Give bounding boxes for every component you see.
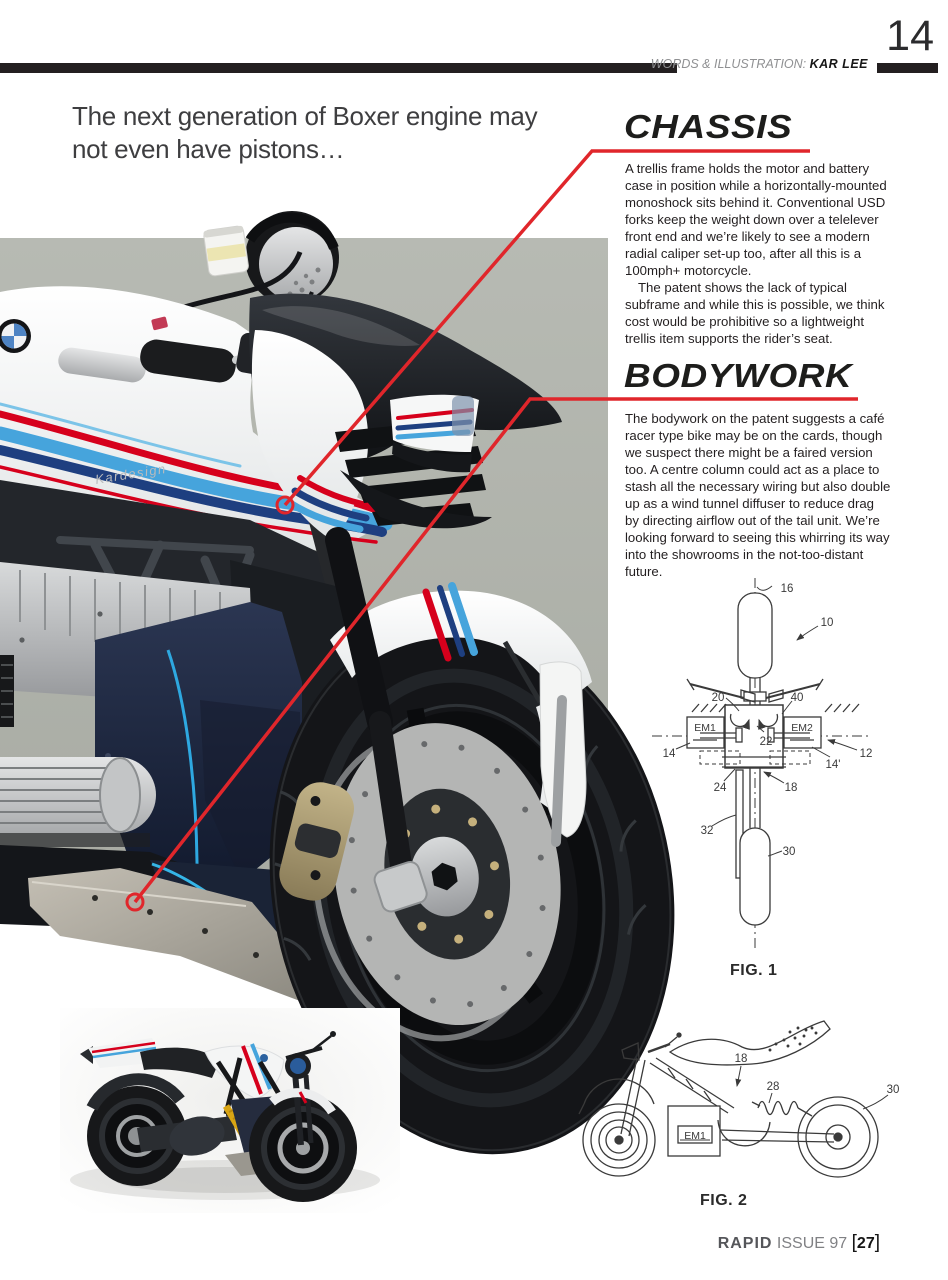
belly-pan — [28, 860, 347, 1006]
flank-stripes — [395, 408, 474, 440]
cylinder-head — [0, 757, 156, 847]
seat-stipple — [768, 1026, 818, 1052]
front-cowl — [249, 293, 562, 541]
patent-fig1-labels: 16 10 20 40 EM1 EM2 22 14 12 14' 24 18 3… — [663, 583, 873, 858]
svg-text:10: 10 — [821, 617, 834, 629]
clutch-cable — [179, 291, 314, 354]
svg-text:EM1: EM1 — [684, 1130, 706, 1142]
engine-bay-shadow — [0, 480, 340, 610]
small-handlebar — [285, 1046, 323, 1060]
byline-name: KAR LEE — [809, 57, 868, 71]
engine-lower — [0, 845, 232, 932]
bodywork-title: BODYWORK — [624, 357, 853, 394]
photo-background — [0, 238, 608, 910]
svg-text:28: 28 — [767, 1081, 780, 1093]
rear-hugger — [86, 1073, 185, 1111]
chassis-paragraph-2: The patent shows the lack of typical sub… — [625, 280, 885, 346]
nose-stripes — [286, 475, 375, 533]
trellis-frame — [56, 536, 295, 765]
chassis-body: A trellis frame holds the motor and batt… — [625, 160, 891, 347]
svg-text:24: 24 — [714, 782, 727, 794]
headstock-tube — [293, 455, 339, 592]
svg-text:30: 30 — [783, 846, 796, 858]
byline: WORDS & ILLUSTRATION: KAR LEE — [651, 57, 868, 71]
svg-text:30: 30 — [887, 1084, 900, 1096]
bmw-roundel — [0, 319, 31, 353]
svg-text:12: 12 — [860, 748, 873, 760]
bodywork-paragraph-1: The bodywork on the patent suggests a ca… — [625, 411, 891, 579]
fig2-caption: FIG. 2 — [700, 1192, 748, 1209]
front-wheel — [269, 621, 675, 1155]
svg-text:20: 20 — [712, 692, 725, 704]
header-rule-left — [0, 63, 677, 73]
wheel-spokes — [323, 707, 551, 1025]
small-front-fender — [269, 1088, 336, 1115]
svg-text:18: 18 — [735, 1053, 748, 1065]
footer-page: 27 — [856, 1235, 875, 1252]
fig1-caption: FIG. 1 — [730, 962, 778, 979]
front-fender — [330, 582, 592, 814]
header-rule-right — [877, 63, 938, 73]
patent-fig2 — [578, 1020, 889, 1178]
page-number: 14 — [886, 12, 934, 60]
instrument-pod — [245, 211, 339, 305]
disc-carrier-buttons — [395, 804, 499, 944]
footer-magazine: RAPID — [717, 1235, 773, 1252]
tire-tread — [274, 745, 647, 1093]
svg-text:22: 22 — [760, 736, 773, 748]
svg-text:32: 32 — [701, 825, 714, 837]
small-photo-full-bike — [60, 1008, 400, 1213]
headline: The next generation of Boxer engine may … — [72, 101, 538, 164]
footer-issue: ISSUE 97 — [776, 1235, 848, 1252]
main-photo-motorcycle: Kardesign — [0, 211, 675, 1155]
chassis-callout-circle — [275, 495, 295, 515]
brake-caliper — [279, 782, 355, 901]
chassis-paragraph-1: A trellis frame holds the motor and batt… — [625, 161, 887, 278]
footer-bracket-close: ] — [874, 1232, 880, 1253]
svg-text:EM2: EM2 — [791, 722, 813, 734]
frame-shadow — [230, 560, 398, 780]
svg-text:16: 16 — [781, 583, 794, 595]
battery-case — [0, 562, 302, 935]
patent-fig2-labels: 18 28 30 EM1 — [684, 1053, 899, 1142]
tank-logo-text: Kardesign — [94, 461, 168, 487]
chassis-title: CHASSIS — [624, 108, 793, 145]
svg-text:18: 18 — [785, 782, 798, 794]
byline-label: WORDS & ILLUSTRATION: — [650, 57, 807, 71]
small-bike-frame — [215, 1057, 289, 1122]
motorsport-stripes — [0, 402, 393, 544]
patent-fig1 — [652, 578, 868, 952]
svg-text:14: 14 — [663, 748, 676, 760]
front-forks — [325, 527, 587, 913]
footer-bracket-open: [ — [851, 1232, 857, 1253]
bodywork-body: The bodywork on the patent suggests a ca… — [625, 410, 891, 580]
air-duct-fins — [335, 418, 486, 526]
brake-reservoir — [203, 225, 249, 277]
disc-holes — [348, 741, 546, 1008]
svg-text:40: 40 — [791, 692, 804, 704]
handlebar — [58, 316, 334, 383]
bodywork-callout-circle — [125, 892, 145, 912]
yellow-shock — [222, 1104, 250, 1142]
svg-text:14': 14' — [826, 759, 841, 771]
footer: RAPID ISSUE 97 [27] — [718, 1232, 880, 1254]
tank-and-tail — [0, 286, 389, 551]
brake-cable — [148, 251, 303, 323]
fender-stripes — [422, 582, 478, 662]
svg-text:EM1: EM1 — [694, 722, 716, 734]
